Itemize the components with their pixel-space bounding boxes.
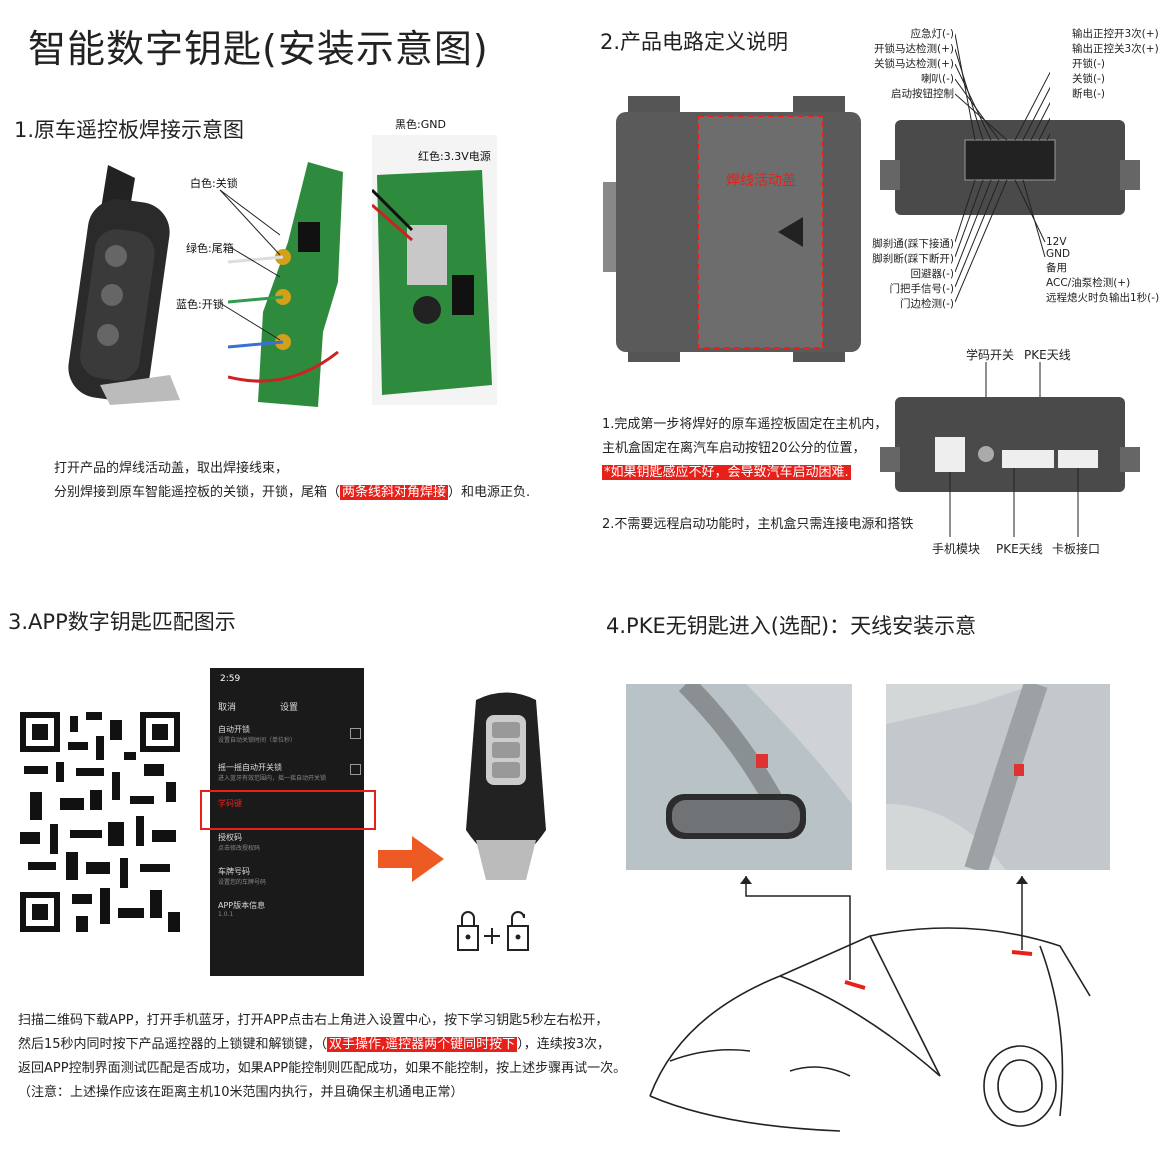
windshield-photo-right (886, 684, 1110, 870)
section3-desc-line4: （注意：上述操作应该在距离主机10米范围内执行，并且确保主机通电正常） (18, 1085, 464, 1100)
label-black-gnd: 黑色:GND (395, 118, 446, 131)
flip-key-image (68, 165, 180, 405)
section3-desc-line3: 返回APP控制界面测试匹配是否成功，如果APP能控制则匹配成功，如果不能控制，按… (18, 1061, 627, 1076)
section1-desc-line1: 打开产品的焊线活动盖，取出焊接线束， (54, 461, 289, 476)
label-leader-lines (219, 189, 281, 341)
section2-warning: *如果钥匙感应不好，会导致汽车启动困难. (602, 465, 851, 480)
section3-desc-line2: 然后15秒内同时按下产品遥控器的上锁键和解锁键，（双手操作,遥控器两个键同时按下… (18, 1037, 610, 1052)
section3-heading: 3.APP数字钥匙匹配图示 (8, 610, 236, 634)
label-white-lock: 白色:关锁 (190, 177, 238, 190)
phone-settings-title: 设置 (280, 703, 299, 713)
page-title: 智能数字钥匙(安装示意图) (28, 27, 489, 71)
phone-checkbox-auto-unlock[interactable] (350, 728, 361, 739)
label-pke-antenna-bottom: PKE天线 (996, 542, 1043, 556)
phone-row-plate[interactable]: 车牌号码 设置您的车牌号码 (218, 867, 267, 886)
pins-top-right: 输出正控开3次(+) 输出正控关3次(+) 开锁(-) 关锁(-) 断电(-) (1072, 28, 1159, 100)
phone-cancel-button[interactable]: 取消 (218, 703, 237, 713)
right-arrow-icon (378, 836, 444, 882)
section3-highlight: 双手操作,遥控器两个键同时按下 (327, 1037, 518, 1052)
phone-row-version[interactable]: APP版本信息 1.0.1 (218, 901, 266, 918)
section1-highlight: 两条线斜对角焊接 (340, 485, 449, 500)
plus-icon (484, 928, 500, 944)
label-green-trunk: 绿色:尾箱 (186, 242, 234, 255)
section2-note1-line2: 主机盒固定在离汽车启动按钮20公分的位置， (602, 441, 866, 456)
connector-box-side (880, 120, 1140, 215)
label-phone-module: 手机模块 (932, 542, 981, 556)
pins-bottom-right: 12V GND 备用 ACC/油泵检测(+) 远程熄火时负输出1秒(-) (1046, 236, 1160, 304)
unlock-icon (507, 911, 529, 951)
app-settings-screenshot: 2:59 取消 设置 自动开锁 设置自动关锁时间（单位秒） 摇一摇自动开关锁 进… (210, 668, 364, 976)
section1-desc-line2: 分别焊接到原车智能遥控板的关锁，开锁，尾箱（两条线斜对角焊接）和电源正负. (54, 485, 531, 500)
learn-code-highlight-box (200, 790, 376, 830)
windshield-photo-left (626, 684, 852, 870)
pin-leader-lines (955, 33, 1050, 303)
lock-plus-unlock-icons (457, 911, 529, 951)
phone-time: 2:59 (220, 674, 241, 684)
pcb-left-image (228, 162, 343, 407)
section2-heading: 2.产品电路定义说明 (600, 30, 789, 54)
section4-heading: 4.PKE无钥匙进入(选配)：天线安装示意 (606, 614, 977, 638)
phone-checkbox-shake[interactable] (350, 764, 361, 775)
phone-row-auth-code[interactable]: 授权码 点击修改授权码 (218, 833, 261, 852)
port-box-image (880, 362, 1140, 537)
pcb-right-image (372, 135, 497, 405)
label-red-power: 红色:3.3V电源 (418, 150, 491, 163)
phone-row-shake[interactable]: 摇一摇自动开关锁 进入蓝牙有效范围内，摇一摇自动开关锁 (218, 763, 327, 782)
label-learn-switch: 学码开关 (966, 348, 1015, 362)
phone-row-auto-unlock[interactable]: 自动开锁 设置自动关锁时间（单位秒） (218, 725, 297, 744)
label-blue-unlock: 蓝色:开锁 (176, 298, 224, 311)
section2-note2: 2.不需要远程启动功能时，主机盒只需连接电源和搭铁 (602, 517, 914, 532)
smart-key-image (466, 692, 546, 880)
main-unit-box (603, 96, 861, 362)
section1-heading: 1.原车遥控板焊接示意图 (14, 118, 245, 142)
cover-label: 焊线活动盖 (726, 173, 796, 189)
phone-row-learn-code[interactable]: 学码键 (218, 799, 242, 808)
label-card-interface: 卡板接口 (1052, 542, 1101, 556)
section3-desc-line1: 扫描二维码下载APP，打开手机蓝牙，打开APP点击右上角进入设置中心，按下学习钥… (18, 1013, 609, 1028)
lock-icon (457, 911, 479, 951)
section2-note1-line1: 1.完成第一步将焊好的原车遥控板固定在主机内， (602, 417, 888, 432)
label-pke-antenna-top: PKE天线 (1024, 348, 1071, 362)
car-illustration (649, 876, 1091, 1132)
qr-code (20, 712, 180, 932)
